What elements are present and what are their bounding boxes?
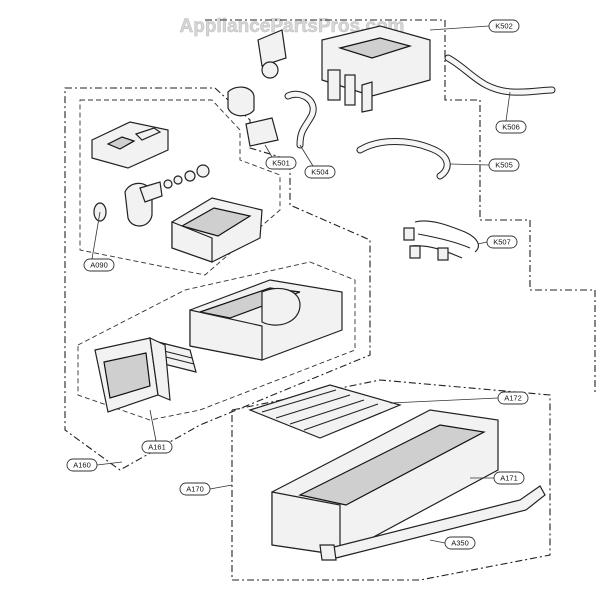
detergent-box-outline-a090 (79, 99, 281, 276)
callout-a160: A160 (66, 458, 98, 472)
upper-right-group-outline (205, 19, 596, 395)
drawer-body-part (189, 279, 343, 361)
rail-a350-part (319, 485, 546, 561)
detergent-tray-part (171, 197, 263, 263)
callout-k507-label: K507 (493, 237, 511, 246)
callout-k506-label: K506 (502, 122, 520, 131)
dispenser-cap-part (91, 121, 169, 169)
callout-a171: A171 (493, 471, 525, 485)
callout-k501-label: K501 (272, 158, 290, 167)
valve-connector-parts (93, 164, 210, 227)
callout-a090: A090 (83, 258, 115, 272)
callout-a350: A350 (444, 536, 476, 550)
callout-k505-label: K505 (495, 160, 513, 169)
leader-a161 (149, 409, 157, 442)
leader-a090 (91, 211, 101, 260)
callout-k504: K504 (304, 165, 336, 179)
leader-k502 (429, 25, 490, 31)
wire-harness-k507-part (403, 220, 479, 261)
leader-k506 (505, 91, 511, 122)
hose-k505-part (356, 138, 451, 180)
drawer-front-panel-part (94, 336, 171, 413)
callout-a090-label: A090 (90, 260, 108, 269)
leader-k501 (264, 144, 273, 158)
callout-k502: K502 (488, 19, 520, 33)
callout-a161: A161 (141, 440, 173, 454)
water-valve-k501 (227, 29, 287, 147)
inlet-valve-assembly-k502 (321, 25, 431, 113)
drawer-outline-a161 (77, 261, 356, 421)
leader-a170 (209, 484, 233, 490)
callout-k507: K507 (486, 235, 518, 249)
callout-k502-label: K502 (495, 21, 513, 30)
leader-k504 (299, 144, 314, 167)
callout-a172-label: A172 (504, 393, 522, 402)
leader-a350 (429, 539, 446, 544)
callout-a170: A170 (179, 482, 211, 496)
callout-a350-label: A350 (451, 538, 469, 547)
leader-a160 (96, 461, 123, 466)
callout-k501: K501 (265, 156, 297, 170)
grille-a172-part (248, 384, 402, 439)
callout-a170-label: A170 (186, 484, 204, 493)
callout-a172: A172 (497, 391, 529, 405)
callout-a161-label: A161 (148, 442, 166, 451)
callout-k506: K506 (495, 120, 527, 134)
callout-k504-label: K504 (311, 167, 329, 176)
leader-k507 (477, 241, 488, 245)
callout-a171-label: A171 (500, 473, 518, 482)
callout-a160-label: A160 (73, 460, 91, 469)
leader-a172 (389, 397, 499, 404)
leader-k505 (449, 163, 490, 166)
watermark-text: AppliancePartsPros.com (180, 16, 405, 37)
hose-k506-part (444, 54, 556, 96)
callout-k505: K505 (488, 158, 520, 172)
lower-group-outline-a170 (231, 379, 551, 581)
hose-k504-part (284, 90, 317, 149)
